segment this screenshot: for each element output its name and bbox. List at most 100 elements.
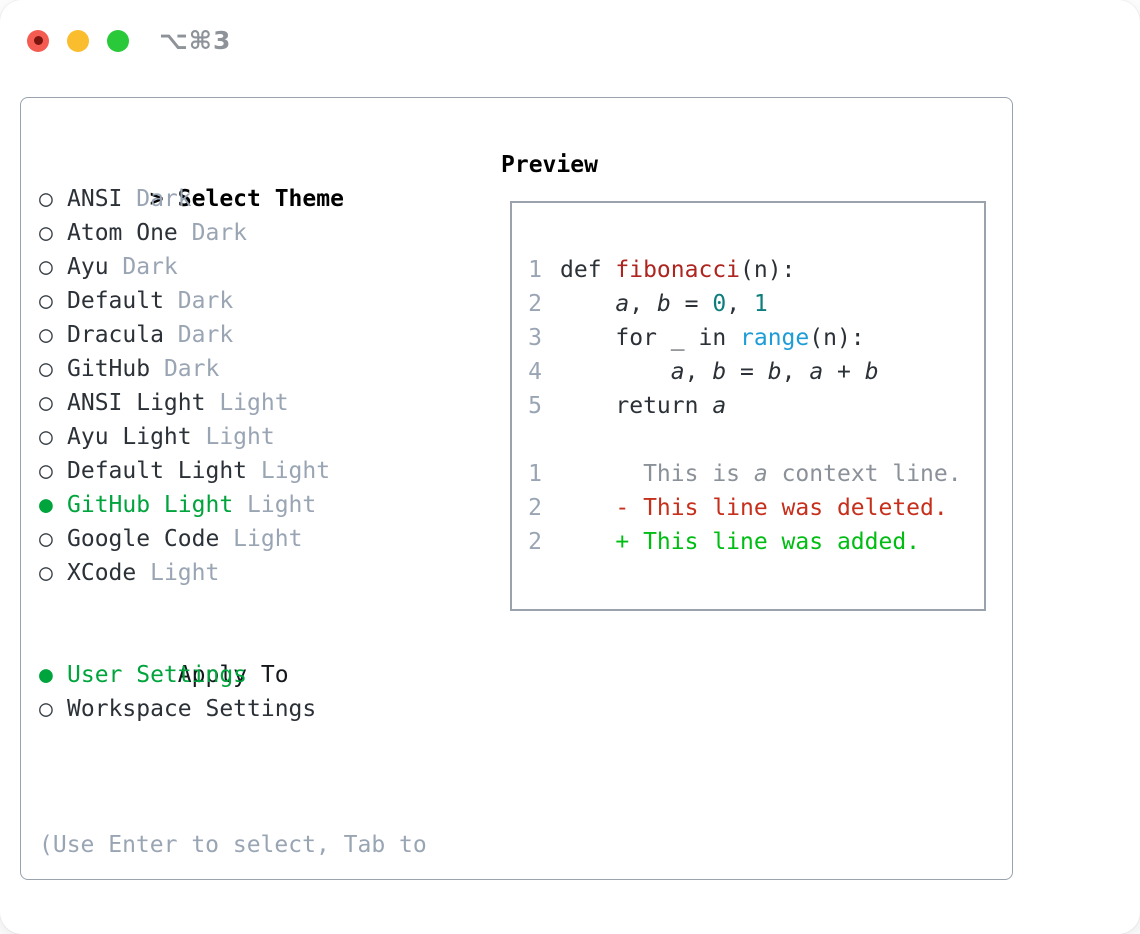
code-token: fibonacci	[615, 257, 741, 283]
code-token: (n):	[740, 257, 796, 283]
code-token: range	[740, 325, 810, 351]
spacer	[39, 726, 427, 760]
theme-option[interactable]: ○ Atom One Dark	[39, 216, 427, 250]
theme-option[interactable]: ○Google Code Light	[39, 522, 427, 556]
theme-option[interactable]: ○XCode Light	[39, 556, 427, 590]
theme-name: Default	[67, 288, 164, 314]
zoom-button[interactable]	[107, 29, 129, 52]
code-token: (n):	[809, 325, 865, 351]
code-token: 0	[712, 291, 727, 317]
radio-icon: ○	[39, 322, 53, 348]
theme-variant: Dark	[150, 356, 220, 382]
theme-option[interactable]: ● GitHub Light Light	[39, 488, 427, 522]
preview-line: 4 a, b = b, a + b	[528, 355, 984, 389]
theme-variant: Dark	[108, 254, 178, 280]
radio-icon: ○	[39, 458, 53, 484]
radio-icon: ○	[39, 220, 53, 246]
code-token: context line.	[767, 461, 962, 487]
code-token	[560, 495, 615, 521]
code-token: 1	[753, 291, 768, 317]
apply-to-header: Apply To	[39, 624, 427, 688]
theme-variant: Dark	[163, 322, 234, 348]
code-token: b	[767, 359, 782, 385]
theme-variant: Light	[191, 424, 275, 450]
code-token: This is	[560, 461, 754, 487]
select-theme-title: Select Theme	[177, 186, 344, 212]
preview-line: 5 return a	[528, 389, 984, 423]
radio-icon: ○	[39, 288, 53, 314]
theme-name: Ayu Light	[67, 424, 192, 450]
theme-option[interactable]: ○Default Light Light	[39, 454, 427, 488]
code-token: a	[670, 359, 685, 385]
theme-name: ANSI Light	[67, 390, 206, 416]
theme-variant: Light	[219, 526, 303, 552]
apply-to-label: Workspace Settings	[67, 696, 317, 722]
hint-line-2: change focus)	[39, 930, 427, 934]
theme-name: XCode	[67, 560, 137, 586]
code-token: a	[712, 393, 727, 419]
theme-variant: Dark	[177, 220, 248, 246]
theme-name: Dracula	[67, 322, 164, 348]
radio-icon: ○	[39, 424, 53, 450]
code-token: =	[726, 359, 768, 385]
radio-icon: ○	[39, 186, 53, 212]
theme-list-column: >Select Theme ○ANSI Dark○Atom One Dark○A…	[39, 148, 427, 934]
theme-option[interactable]: ○ Dracula Dark	[39, 318, 427, 352]
theme-name: GitHub Light	[67, 492, 234, 518]
theme-name: Ayu	[67, 254, 109, 280]
code-token	[560, 529, 615, 555]
theme-name: Atom One	[67, 220, 178, 246]
preview-line: 2 + This line was added.	[528, 525, 984, 559]
theme-variant: Light	[247, 458, 331, 484]
line-number: 2	[528, 291, 542, 317]
line-number: 4	[528, 359, 542, 385]
theme-name: Google Code	[67, 526, 220, 552]
code-token: def	[560, 257, 616, 283]
code-token: ,	[629, 291, 657, 317]
theme-option[interactable]: ○ Default Dark	[39, 284, 427, 318]
minimize-button[interactable]	[67, 29, 89, 52]
theme-variant: Dark	[163, 288, 234, 314]
cursor-icon: >	[149, 186, 164, 212]
radio-icon: ○	[39, 356, 53, 382]
code-token: ,	[726, 291, 754, 317]
theme-option[interactable]: ○ GitHub Dark	[39, 352, 427, 386]
theme-option[interactable]: ○ANSI Light Light	[39, 386, 427, 420]
code-token: a	[615, 291, 630, 317]
preview-line: 1 def fibonacci(n):	[528, 253, 984, 287]
code-token: b	[712, 359, 727, 385]
theme-variant: Light	[136, 560, 220, 586]
theme-variant: Light	[233, 492, 317, 518]
theme-option[interactable]: ○ANSI Dark	[39, 182, 427, 216]
preview-line: 1 This is a context line.	[528, 457, 984, 491]
selected-radio-icon: ●	[39, 492, 53, 518]
line-number: 2	[528, 495, 542, 521]
selected-radio-icon: ●	[39, 662, 53, 688]
code-token: +	[823, 359, 865, 385]
preview-line	[528, 423, 984, 457]
theme-list: ○ANSI Dark○Atom One Dark○Ayu Dark○Defaul…	[39, 182, 427, 590]
code-token	[560, 291, 615, 317]
apply-to-title: Apply To	[177, 662, 289, 688]
code-token: b	[656, 291, 671, 317]
preview-line: 2 a, b = 0, 1	[528, 287, 984, 321]
select-theme-header: > Select Theme	[39, 148, 427, 212]
radio-icon: ○	[39, 390, 53, 416]
code-token: ,	[781, 359, 810, 385]
theme-picker-panel: >Select Theme ○ANSI Dark○Atom One Dark○A…	[20, 97, 1013, 880]
line-number: 3	[528, 325, 542, 351]
code-token: - This line was deleted.	[615, 495, 948, 521]
theme-option[interactable]: ○ Ayu Light Light	[39, 420, 427, 454]
code-token: a	[753, 461, 768, 487]
close-button[interactable]	[27, 29, 49, 52]
line-number: 5	[528, 393, 542, 419]
code-token: b	[864, 359, 879, 385]
line-number: 1	[528, 257, 542, 283]
apply-to-option[interactable]: ●User Settings	[39, 658, 427, 692]
theme-name: GitHub	[67, 356, 151, 382]
theme-option[interactable]: ○Ayu Dark	[39, 250, 427, 284]
theme-name: ANSI	[67, 186, 123, 212]
apply-to-option[interactable]: ○Workspace Settings	[39, 692, 427, 726]
